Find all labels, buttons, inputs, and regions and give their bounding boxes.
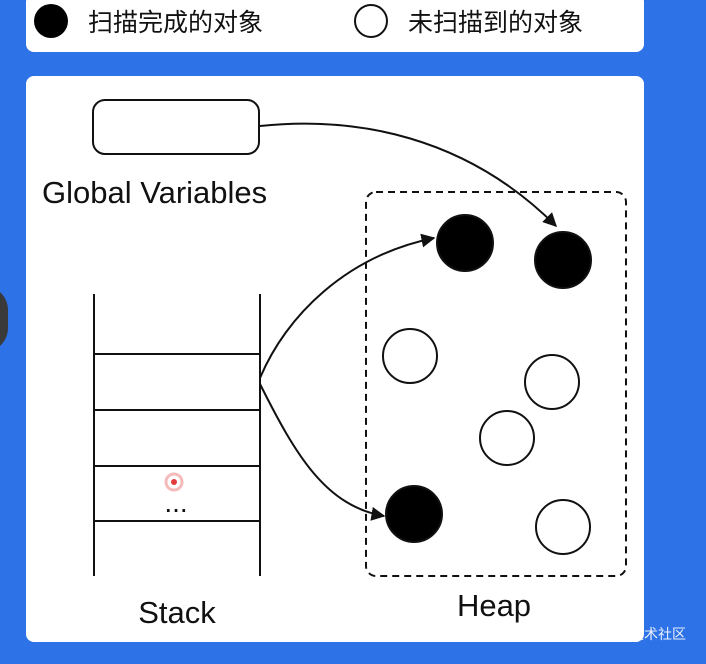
reference-arrow-stack-to-heap bbox=[259, 233, 436, 379]
gc-diagram: Global Variables ... Stack Heap bbox=[42, 99, 627, 630]
cursor-ring bbox=[164, 472, 184, 492]
heap-region bbox=[365, 191, 627, 577]
scanned-object bbox=[534, 231, 592, 289]
cursor-dot bbox=[171, 479, 177, 485]
heap-label: Heap bbox=[457, 588, 531, 623]
global-variables-box bbox=[92, 99, 260, 155]
unscanned-object bbox=[535, 499, 591, 555]
reference-arrow-global-to-heap bbox=[259, 122, 557, 227]
stack: ... bbox=[93, 294, 261, 576]
reference-arrow-stack-to-heap bbox=[259, 383, 386, 521]
unscanned-object bbox=[479, 410, 535, 466]
stack-label: Stack bbox=[138, 595, 216, 630]
diagram-panel: Global Variables ... Stack Heap bbox=[26, 76, 644, 642]
legend: 扫描完成的对象 未扫描到的对象 bbox=[26, 0, 644, 52]
legend-item-scanned: 扫描完成的对象 bbox=[34, 0, 263, 48]
hollow-circle-icon bbox=[354, 4, 388, 38]
stack-ellipsis: ... bbox=[164, 487, 187, 518]
scanned-object bbox=[436, 214, 494, 272]
watermark: @稀土掘金技术社区 bbox=[560, 627, 686, 643]
side-handle bbox=[0, 286, 8, 352]
unscanned-object bbox=[524, 354, 580, 410]
legend-item-unscanned: 未扫描到的对象 bbox=[354, 0, 583, 48]
legend-unscanned-label: 未扫描到的对象 bbox=[408, 8, 584, 37]
filled-circle-icon bbox=[34, 4, 68, 38]
legend-scanned-label: 扫描完成的对象 bbox=[88, 8, 264, 37]
global-variables-label: Global Variables bbox=[42, 175, 267, 210]
unscanned-object bbox=[382, 328, 438, 384]
scanned-object bbox=[385, 485, 443, 543]
